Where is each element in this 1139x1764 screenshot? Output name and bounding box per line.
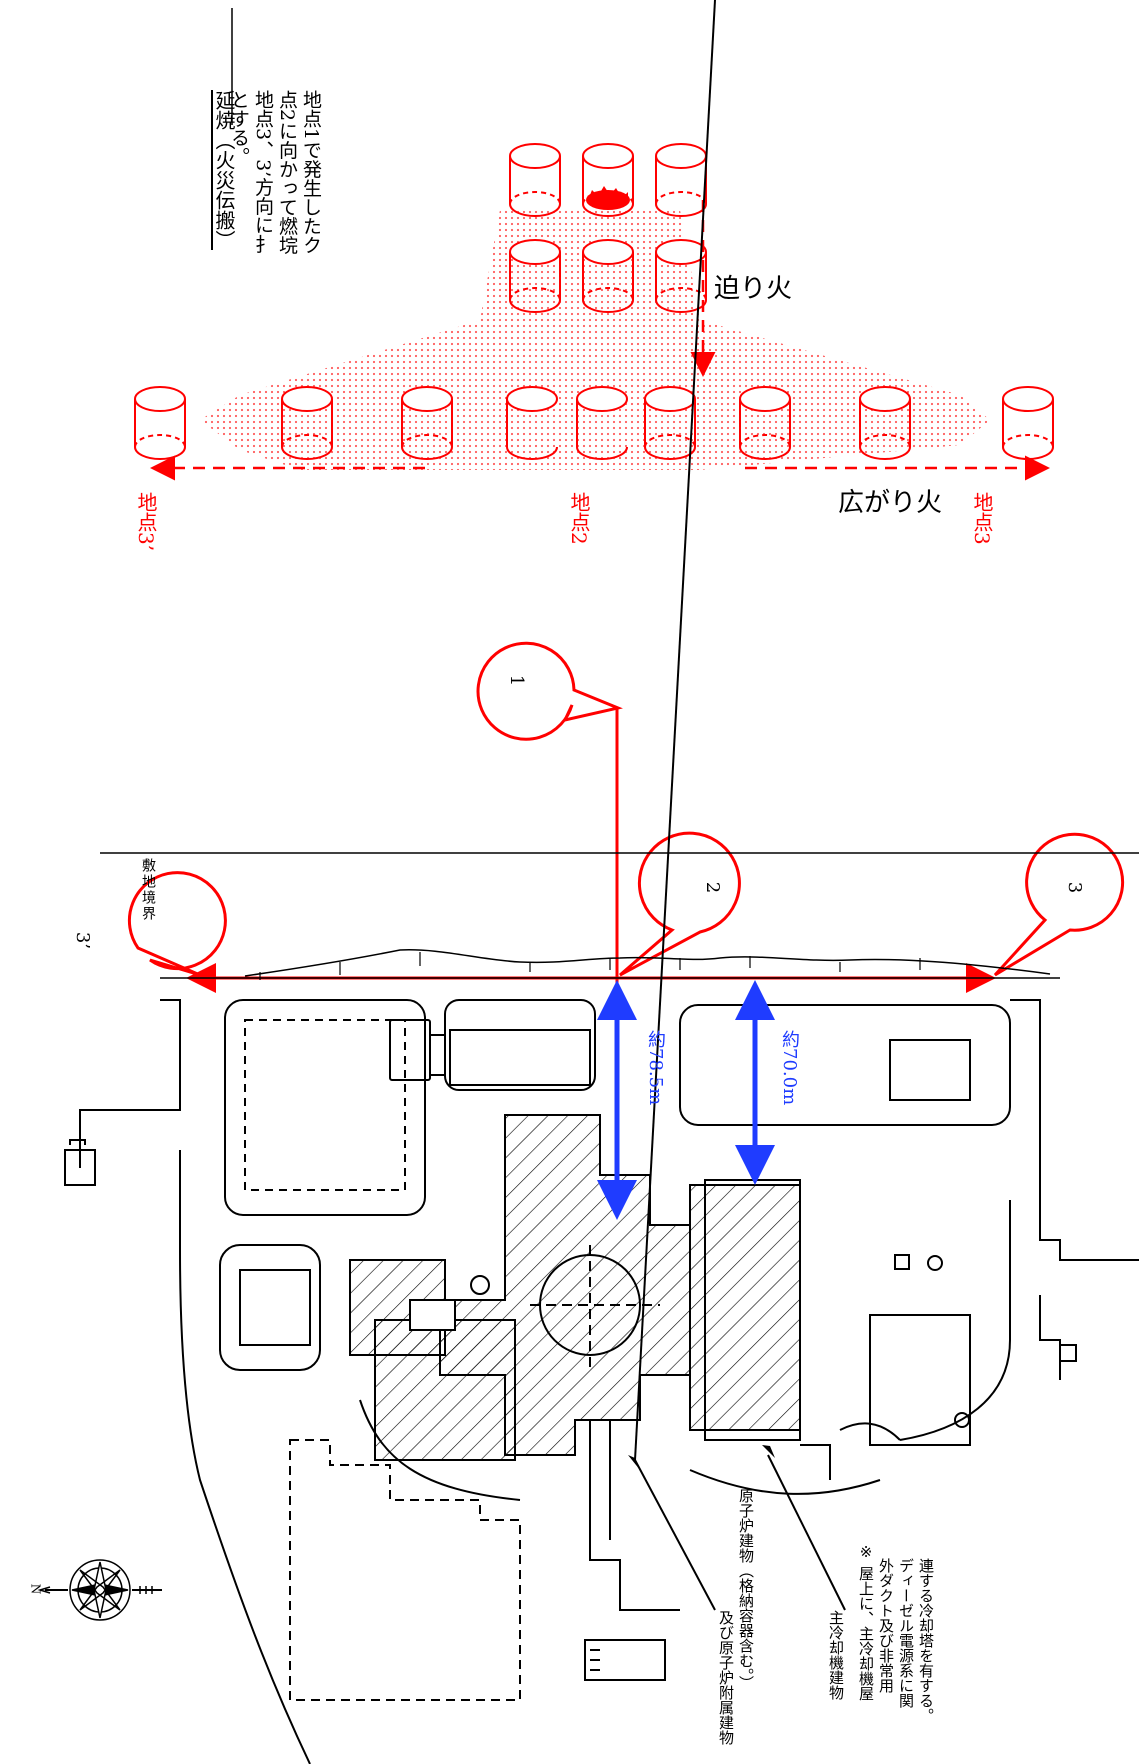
point-2-label: 地点2 bbox=[567, 492, 591, 545]
approach-fire-label: 迫り火 bbox=[714, 274, 793, 304]
legend-line-4: とする。 bbox=[228, 90, 250, 166]
marker-2-label: 2 bbox=[702, 881, 724, 894]
tank-row-middle bbox=[509, 239, 707, 313]
marker-3p-bubble bbox=[127, 871, 227, 977]
marker-3-bubble bbox=[993, 832, 1125, 977]
cooling-label-2: ※ 屋上に、主冷却機屋 bbox=[857, 1543, 875, 1701]
legend-line-2: 点2に向かって燃垸 bbox=[276, 90, 298, 255]
fire-spread-legend bbox=[134, 8, 1054, 481]
legend-line-1: 地点1で発生したク bbox=[300, 90, 322, 255]
marker-3p-label: 3’ bbox=[72, 931, 94, 950]
north-label: N bbox=[28, 1583, 43, 1595]
tank-row-bottom bbox=[134, 386, 1054, 460]
legend-title: 延焼（火災伝搬） bbox=[212, 90, 236, 250]
callout-markers bbox=[127, 641, 1125, 985]
point-3p-label: 地点3’ bbox=[134, 492, 158, 552]
reactor-label-2: 及び原子炉附属建物 bbox=[717, 1610, 735, 1745]
marker-1-bubble bbox=[476, 641, 623, 741]
marker-2-bubble bbox=[619, 831, 741, 977]
cooling-label-1: 主冷却機建物 bbox=[827, 1610, 845, 1700]
cooling-label-5: 連する冷却塔を有する。 bbox=[917, 1543, 935, 1723]
compass-icon bbox=[37, 1559, 162, 1621]
distance-label-b: 約70.0m bbox=[779, 1030, 800, 1106]
marker-1-label: 1 bbox=[506, 674, 528, 687]
burn-area bbox=[200, 210, 990, 470]
reactor-label-1: 原子炉建物（格納容器含む。） bbox=[737, 1488, 755, 1691]
point-3-label: 地点3 bbox=[970, 492, 994, 545]
legend-line-3: 地点3、3’方向に扌 bbox=[252, 90, 274, 254]
marker-3-label: 3 bbox=[1064, 881, 1086, 894]
boundary-label: 敷地境界 bbox=[140, 858, 156, 922]
distance-label-a: 約78.5m bbox=[645, 1030, 666, 1106]
cooling-label-3: 外ダクト及び非常用 bbox=[877, 1543, 895, 1693]
cooling-label-4: ディーゼル電源系に関 bbox=[897, 1543, 915, 1708]
spread-fire-label: 広がり火 bbox=[838, 488, 943, 518]
